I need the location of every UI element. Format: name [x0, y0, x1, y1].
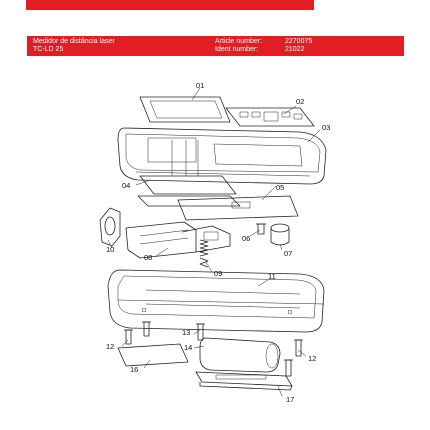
callout-10: 10: [106, 245, 114, 254]
callout-12-left: 12: [106, 342, 114, 351]
part-09-spring: [199, 239, 209, 268]
part-01-display-window: [139, 96, 231, 123]
callout-07: 07: [284, 249, 292, 258]
callout-16: 16: [130, 365, 138, 374]
leader-lines: [107, 87, 321, 397]
model-name: TC-LD 25: [33, 46, 64, 53]
header-bar: Medidor de distância laser TC-LD 25 Arti…: [27, 36, 404, 56]
part-14-battery: [199, 337, 281, 373]
part-16-label-plate: [117, 343, 189, 367]
callout-12-right: 12: [308, 354, 316, 363]
part-17-battery-cover: [195, 371, 293, 391]
article-number-value: 2270075: [285, 38, 313, 45]
callout-08: 08: [144, 253, 152, 262]
callout-03: 03: [322, 123, 330, 132]
product-name: Medidor de distância laser: [33, 38, 115, 45]
callout-02: 02: [296, 97, 304, 106]
callout-11: 11: [268, 272, 276, 281]
callout-01: 01: [196, 81, 204, 90]
article-number-label: Article number:: [215, 38, 263, 45]
part-02-keypad: [225, 107, 315, 127]
callout-13: 13: [182, 328, 190, 337]
callout-17: 17: [286, 395, 294, 404]
top-brand-bar: [26, 0, 314, 10]
callout-06: 06: [242, 234, 250, 243]
part-06-small-screw: [256, 223, 266, 235]
part-11-bottom-housing: [107, 269, 325, 333]
callout-labels: 01 02 03 04 05 06 07 08 09 10 11 12 12 1…: [106, 81, 330, 404]
part-03-top-housing: [117, 127, 327, 185]
ident-number-label: Ident number:: [215, 46, 259, 53]
part-07-cylinder: [270, 223, 290, 246]
callout-14: 14: [184, 343, 192, 352]
part-10-lens-holder: [99, 207, 121, 247]
part-12-screw-right: [284, 339, 303, 377]
part-13-screw: [196, 323, 205, 341]
callout-09: 09: [214, 269, 222, 278]
callout-04: 04: [122, 181, 130, 190]
part-05-circuit-board: [177, 195, 299, 221]
part-12-screw-left: [124, 321, 151, 345]
part-04-lcd-module: [137, 175, 241, 207]
ident-number-value: 21022: [285, 46, 305, 53]
callout-05: 05: [276, 183, 284, 192]
part-08-laser-module: [125, 221, 231, 259]
